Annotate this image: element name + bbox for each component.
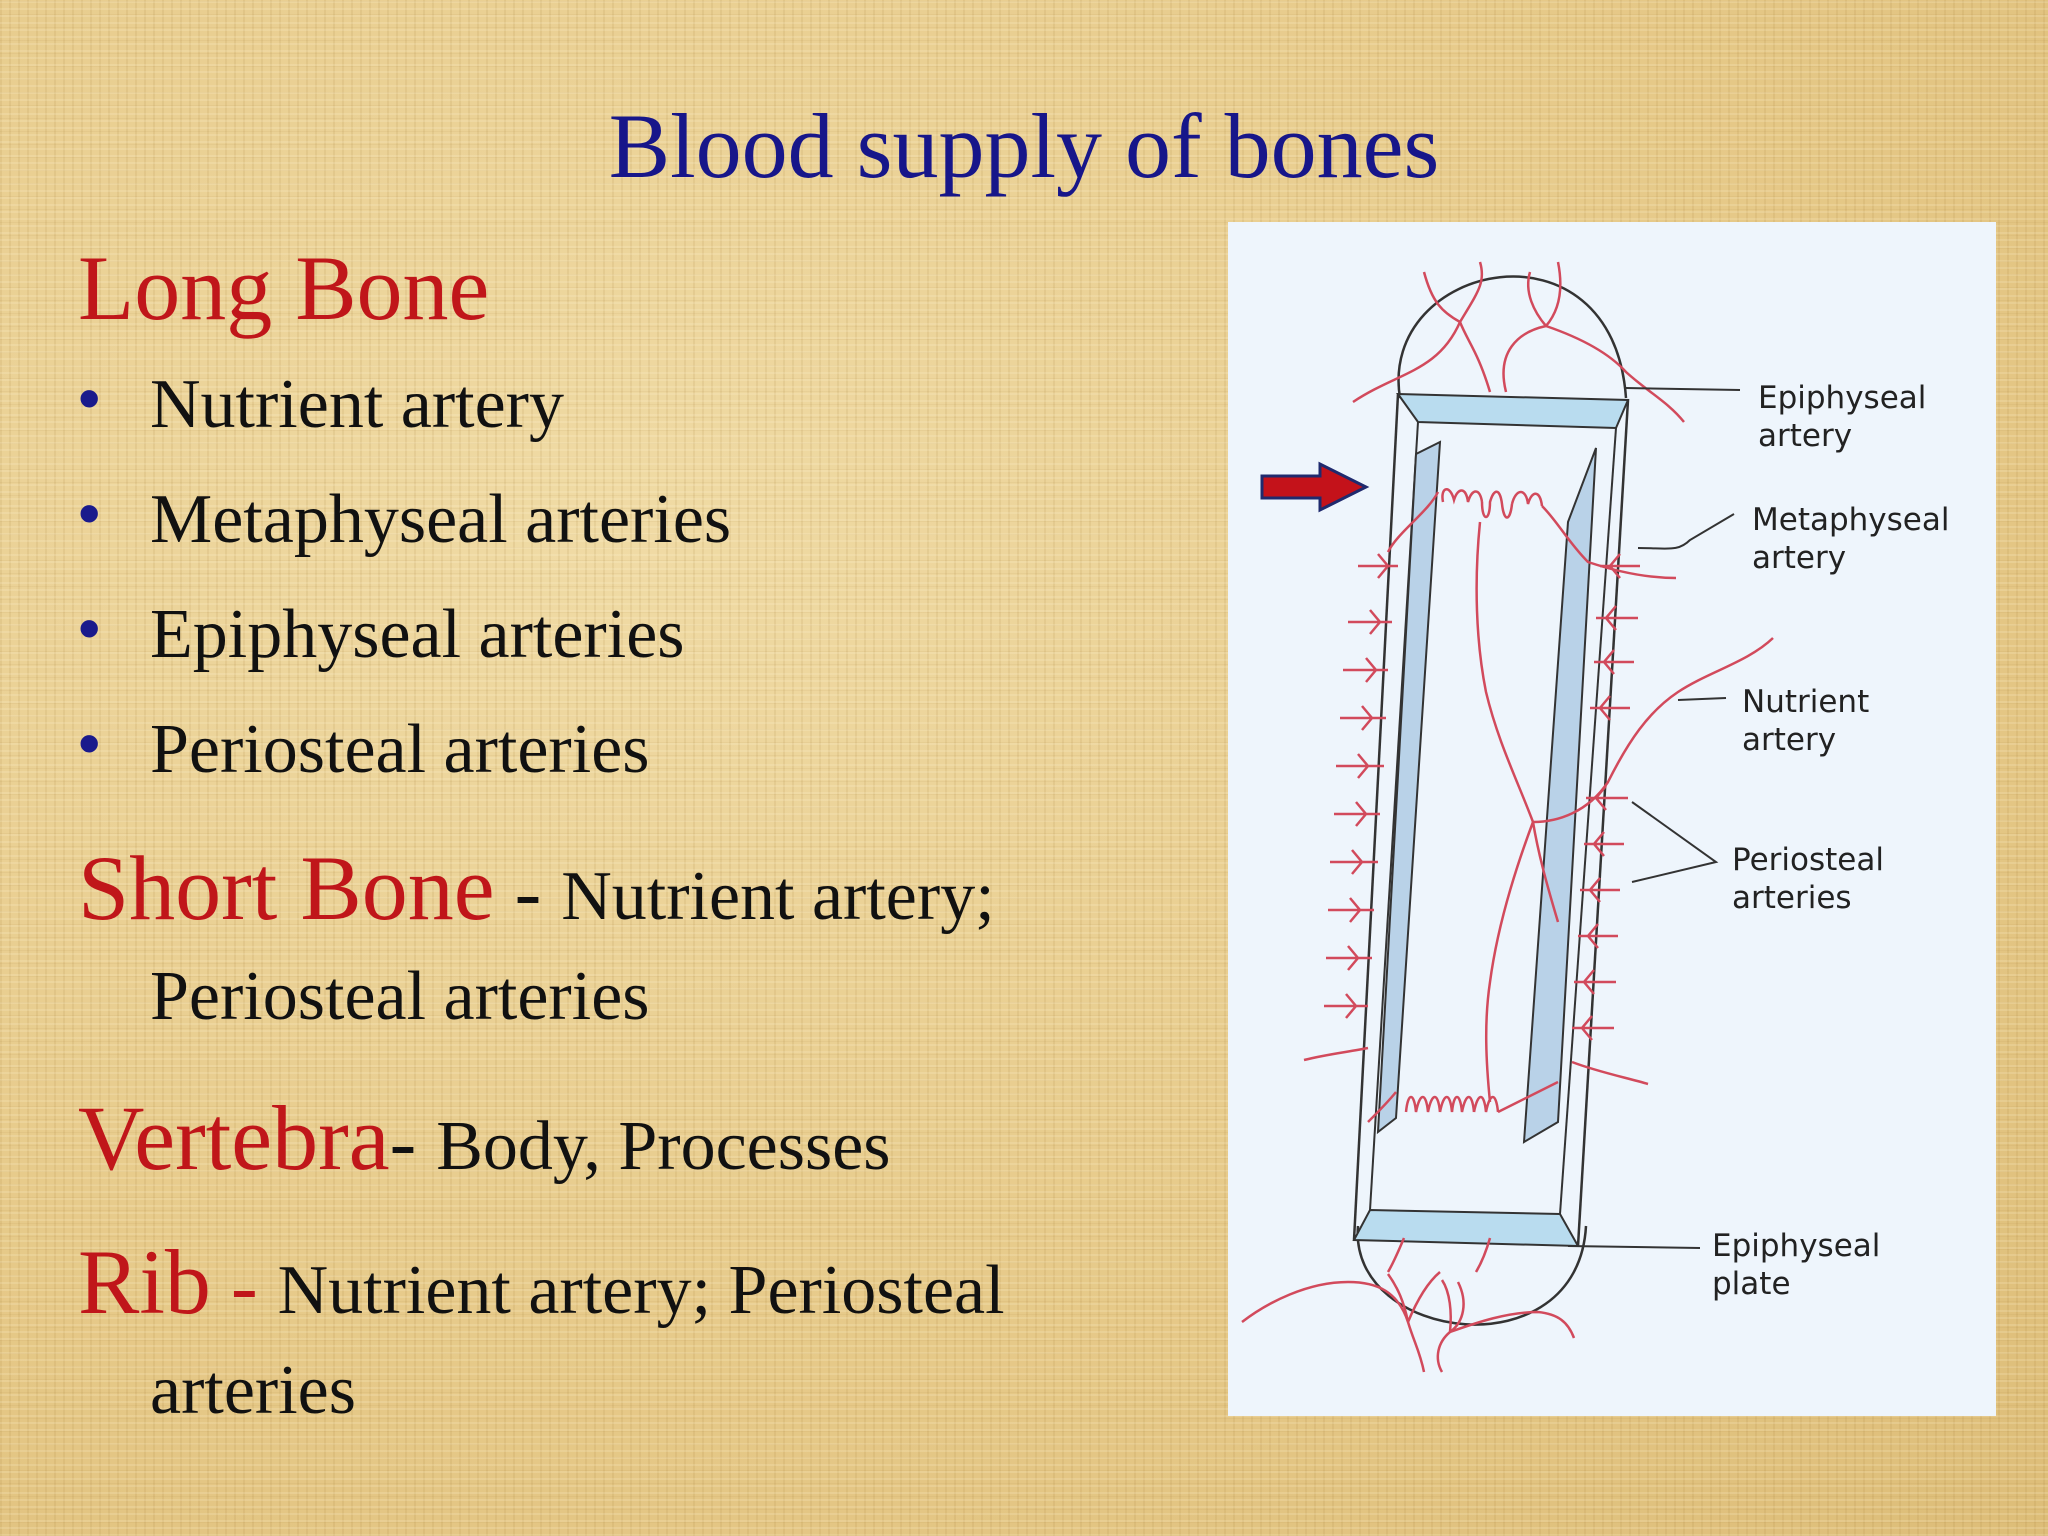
distal-epiphysis-outline <box>1356 1225 1588 1326</box>
label-epiphyseal-plate-1: Epiphyseal <box>1712 1228 1880 1264</box>
proximal-epiphyseal-arteries <box>1352 261 1685 423</box>
periosteal-arteries-right <box>1571 553 1649 1086</box>
vertebra-line: Vertebra- Body, Processes <box>78 1092 891 1184</box>
list-item-text: Periosteal arteries <box>150 711 650 788</box>
rib-text: Nutrient artery; Periosteal <box>277 1252 1005 1329</box>
shaft-outer-right <box>1576 399 1630 1247</box>
vertebra-heading: Vertebra <box>78 1087 390 1189</box>
label-epiphyseal-artery-2: artery <box>1758 418 1852 454</box>
cortex-right <box>1522 447 1597 1144</box>
rib-separator: - <box>210 1243 278 1331</box>
proximal-epiphysis-outline <box>1397 275 1628 399</box>
label-periosteal-arteries-1: Periosteal <box>1732 842 1884 878</box>
label-periosteal-arteries-2: arteries <box>1732 880 1852 916</box>
leader-metaphyseal-artery <box>1637 513 1735 550</box>
short-bone-text: Nutrient artery; <box>561 858 995 935</box>
nutrient-artery-vessel <box>1475 521 1774 1103</box>
shaft-inner-right <box>1559 427 1617 1215</box>
bullet-icon: • <box>78 362 101 434</box>
bone-diagram: Epiphyseal artery Metaphyseal artery Nut… <box>1228 222 1996 1416</box>
short-bone-heading: Short Bone <box>78 837 495 939</box>
proximal-epiphyseal-plate <box>1396 392 1630 430</box>
short-bone-separator: - <box>494 849 562 937</box>
metaphyseal-arteries <box>1367 488 1677 1123</box>
leader-lines <box>1567 387 1741 1249</box>
label-nutrient-artery-2: artery <box>1742 722 1836 758</box>
shaft-outer-left <box>1352 393 1400 1241</box>
leader-epiphyseal-artery <box>1625 387 1741 391</box>
periosteal-arteries-left <box>1303 553 1398 1062</box>
cortex-left <box>1376 440 1442 1135</box>
leader-periosteal-arteries <box>1631 801 1719 883</box>
label-metaphyseal-artery-2: artery <box>1752 540 1846 576</box>
long-bone-heading: Long Bone <box>78 237 490 339</box>
vertebra-text: Body, Processes <box>436 1108 891 1185</box>
leader-epiphyseal-plate <box>1567 1245 1701 1249</box>
label-nutrient-artery-1: Nutrient <box>1742 684 1869 720</box>
label-epiphyseal-plate-2: plate <box>1712 1266 1791 1302</box>
bullet-icon: • <box>78 592 101 664</box>
bone-diagram-svg: Epiphyseal artery Metaphyseal artery Nut… <box>1241 261 1949 1373</box>
short-bone-text-cont: Periosteal arteries <box>150 958 650 1035</box>
list-item-text: Metaphyseal arteries <box>150 481 732 558</box>
distal-epiphyseal-arteries <box>1241 1237 1576 1373</box>
distal-epiphyseal-plate <box>1352 1208 1580 1248</box>
bullet-icon: • <box>78 707 101 779</box>
short-bone-line: Short Bone - Nutrient artery; <box>78 842 995 934</box>
vertebra-separator: - <box>389 1099 437 1187</box>
list-item-text: Epiphyseal arteries <box>150 596 685 673</box>
pointer-arrow-icon <box>1260 461 1370 513</box>
rib-text-cont: arteries <box>150 1352 356 1429</box>
rib-heading: Rib <box>78 1231 211 1333</box>
bullet-icon: • <box>78 477 101 549</box>
slide-title: Blood supply of bones <box>608 95 1440 197</box>
leader-nutrient-artery <box>1677 697 1727 701</box>
list-item-text: Nutrient artery <box>150 366 564 443</box>
label-metaphyseal-artery-1: Metaphyseal <box>1752 502 1949 538</box>
label-epiphyseal-artery-1: Epiphyseal <box>1758 380 1926 416</box>
rib-line: Rib - Nutrient artery; Periosteal <box>78 1236 1005 1328</box>
